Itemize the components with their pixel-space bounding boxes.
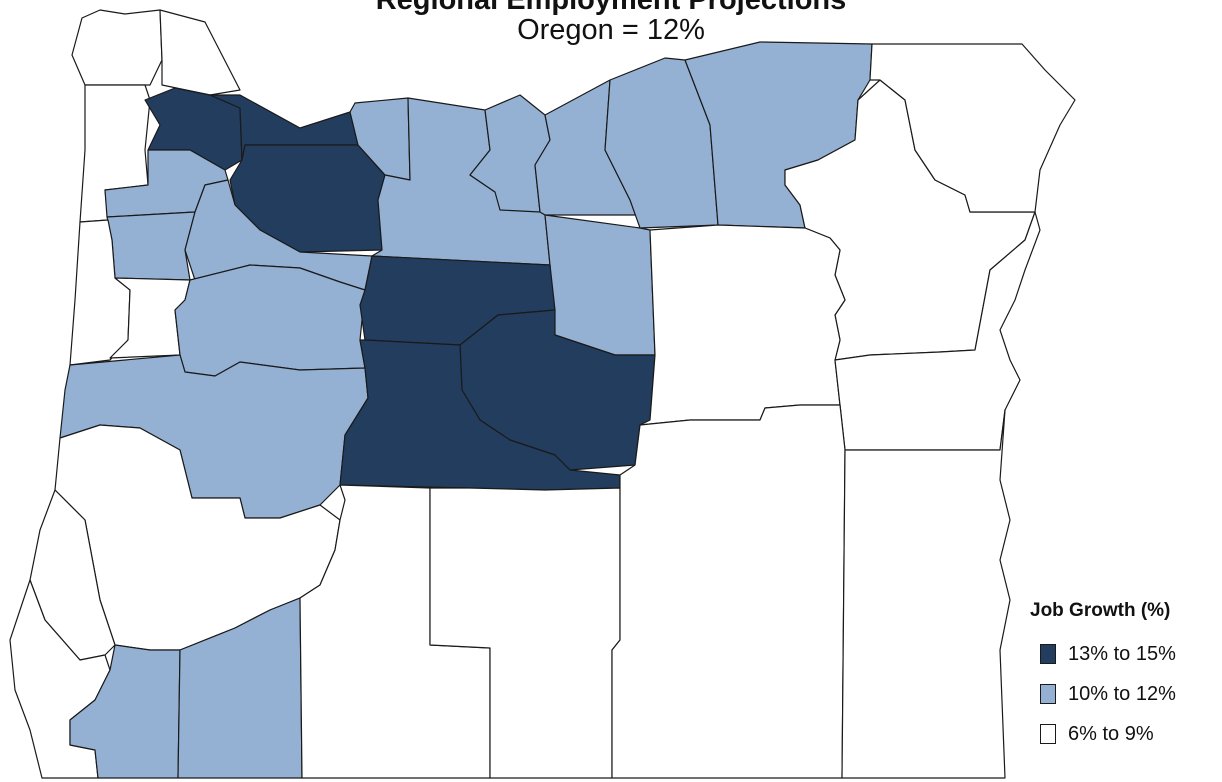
- county-harney: [611, 404, 846, 779]
- county-malheur: [841, 409, 1011, 779]
- legend-item-mid: 10% to 12%: [1030, 674, 1176, 714]
- county-polk: [106, 211, 196, 281]
- legend-title: Job Growth (%): [1030, 600, 1171, 621]
- legend: Job Growth (%) 13% to 15% 10% to 12% 6% …: [1030, 600, 1176, 754]
- county-linn: [174, 264, 366, 377]
- map-subtitle: Oregon = 12%: [517, 14, 705, 46]
- map-title: Regional Employment Projections: [375, 0, 847, 16]
- county-grant: [639, 224, 846, 426]
- county-wallowa: [869, 43, 1076, 213]
- legend-swatch-high: [1040, 644, 1056, 664]
- county-wheeler: [544, 214, 656, 356]
- legend-label-low: 6% to 9%: [1068, 722, 1154, 745]
- legend-label-mid: 10% to 12%: [1068, 682, 1176, 705]
- legend-label-high: 13% to 15%: [1068, 642, 1176, 665]
- legend-swatch-low: [1040, 724, 1056, 744]
- legend-item-low: 6% to 9%: [1030, 714, 1176, 754]
- legend-swatch-mid: [1040, 684, 1056, 704]
- county-josephine: [69, 644, 181, 779]
- legend-item-high: 13% to 15%: [1030, 634, 1176, 674]
